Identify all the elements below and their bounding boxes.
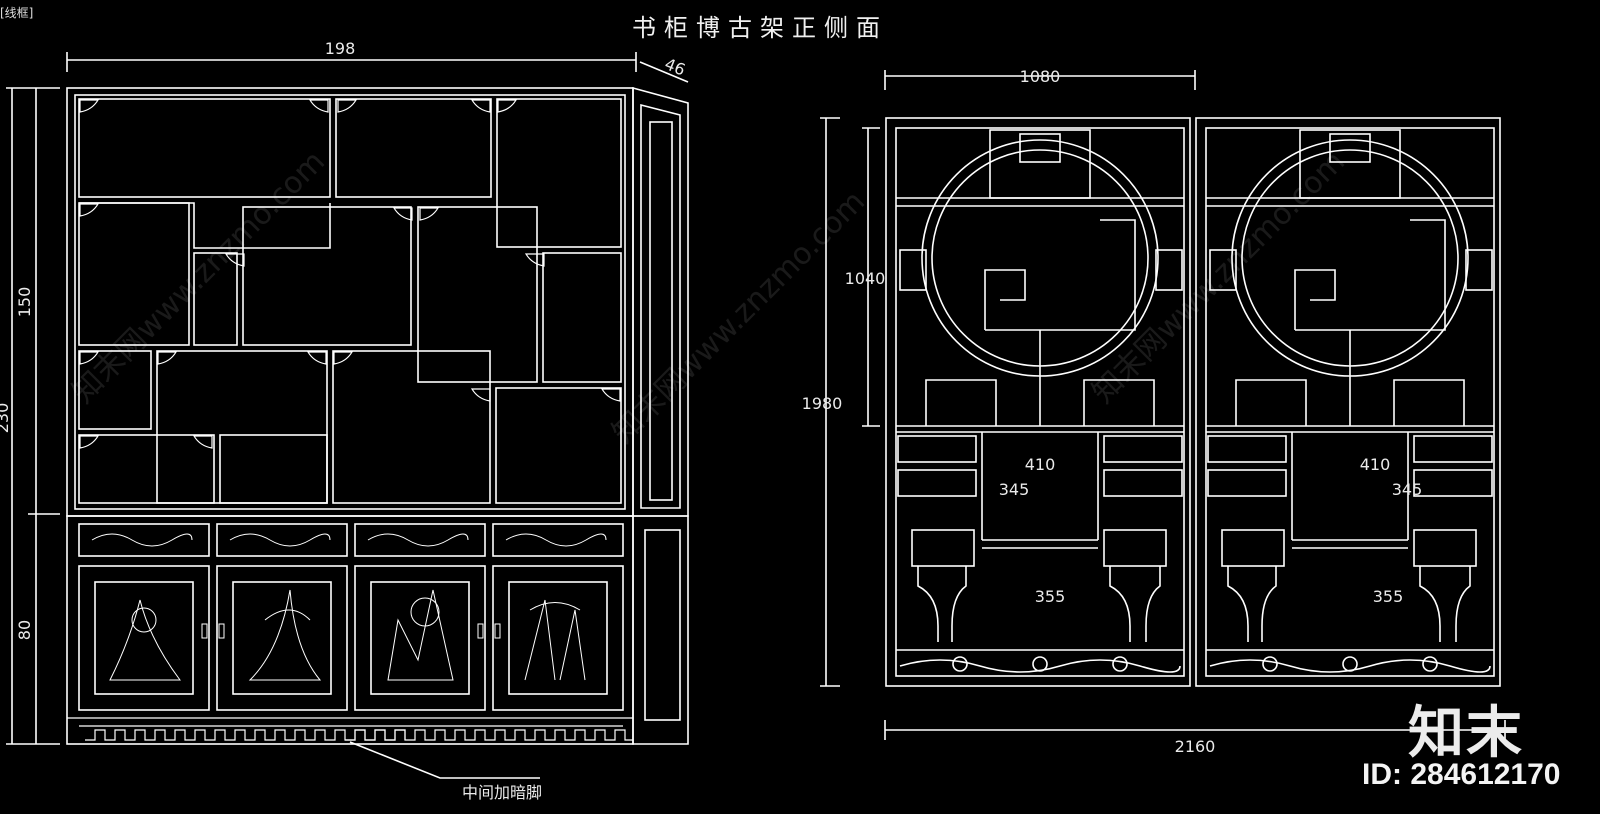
watermark-logo: 知末 — [1408, 701, 1524, 766]
shelf-grid — [78, 98, 622, 504]
dim-width-label: 198 — [325, 39, 356, 58]
shelf-unit-right — [1195, 117, 1501, 687]
drawing-title: 书柜博古架正侧面 — [632, 14, 888, 42]
dim-right-lower-label: 355 — [1373, 587, 1404, 606]
dim-line-depth — [639, 61, 689, 83]
dim-upper-height-label: 150 — [15, 287, 34, 318]
dim-total-width-label: 2160 — [1175, 737, 1216, 756]
dim-left-lower-label: 355 — [1035, 587, 1066, 606]
dim-left-mid-label: 410 — [1025, 455, 1056, 474]
dim-right-drawer-label: 345 — [1392, 480, 1423, 499]
dim-depth-label: 46 — [662, 54, 688, 79]
shelf-unit-left — [885, 117, 1191, 687]
upper-frame-inner — [74, 94, 626, 510]
right-shelf-view — [820, 70, 1506, 740]
dim-left-drawer-label: 345 — [999, 480, 1030, 499]
watermark-id: ID: 284612170 — [1362, 758, 1561, 791]
side-panel-lower-inner — [644, 529, 681, 721]
dim-half-width-label: 1080 — [1020, 67, 1061, 86]
note-hidden-leg: 中间加暗脚 — [462, 783, 542, 802]
dim-upper-height-label-right: 1040 — [845, 269, 886, 288]
drawer-row — [78, 523, 624, 557]
dim-total-height-label: 230 — [0, 403, 12, 434]
dim-right-mid-label: 410 — [1360, 455, 1391, 474]
dim-lower-height-label: 80 — [15, 620, 34, 640]
corner-label: [线框] — [0, 6, 34, 20]
corner-brackets — [79, 99, 621, 449]
dim-total-height-label-right: 1980 — [802, 394, 843, 413]
side-panel-upper-inner — [640, 103, 681, 509]
left-cabinet-view — [6, 52, 689, 779]
base-key-pattern — [67, 717, 633, 741]
carved-doors — [78, 565, 624, 711]
side-panel-lower — [632, 515, 689, 745]
side-panel-slot — [649, 121, 673, 501]
note-leader — [349, 741, 540, 779]
